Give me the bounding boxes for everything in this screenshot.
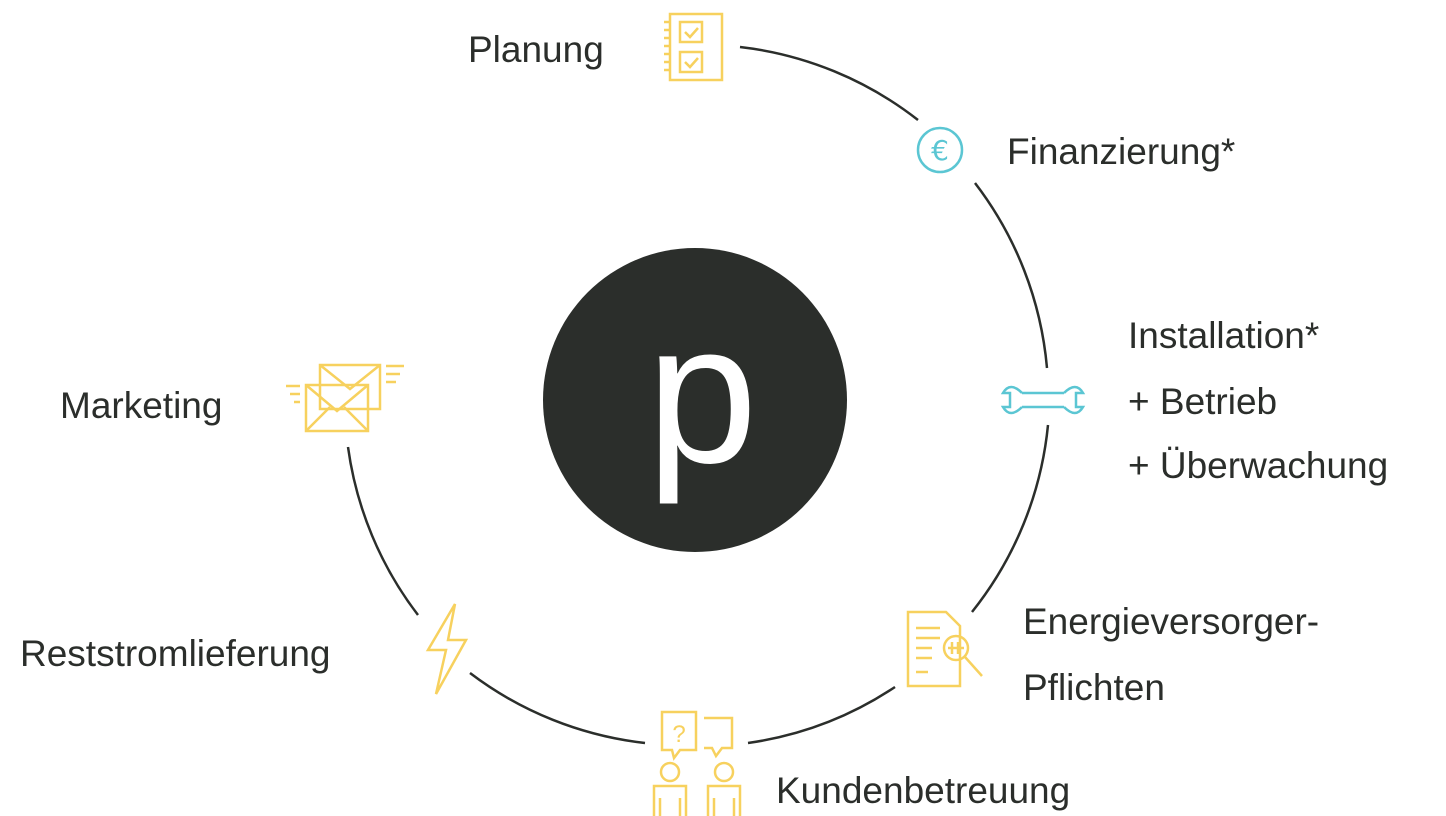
node-label-finanzierung: Finanzierung* [1007, 131, 1235, 172]
node-label-installation-line3: + Überwachung [1128, 445, 1388, 486]
ring-segment-planung-finanzierung [739, 45, 919, 121]
node-label-installation-line2: + Betrieb [1128, 381, 1277, 422]
euro-coin-icon: € [916, 126, 964, 174]
node-label-marketing: Marketing [60, 385, 222, 426]
ring-segment-kunden-reststrom [469, 672, 646, 745]
svg-text:€: € [931, 134, 949, 167]
node-label-energieversorger-line1: Energieversorger- [1023, 601, 1319, 642]
node-marketing: Marketing [60, 363, 404, 433]
node-kundenbetreuung: ? Kundenbetreuung [652, 710, 1070, 816]
node-planung: Planung [468, 12, 724, 82]
cycle-ring [346, 45, 1050, 745]
node-label-reststrom: Reststromlieferung [20, 633, 331, 674]
center-circle [543, 248, 847, 552]
node-installation: Installation* + Betrieb + Überwachung [1000, 315, 1388, 486]
node-label-kundenbetreuung: Kundenbetreuung [776, 770, 1070, 811]
document-search-icon [906, 610, 983, 688]
node-label-energieversorger-line2: Pflichten [1023, 667, 1165, 708]
center-logo: p [543, 248, 847, 552]
node-label-planung: Planung [468, 29, 604, 70]
wrench-icon [1000, 385, 1086, 415]
ring-segment-finanzierung-installation [974, 182, 1049, 369]
node-finanzierung: € Finanzierung* [916, 126, 1235, 174]
customer-chat-icon: ? [652, 710, 742, 816]
node-label-installation-line1: Installation* [1128, 315, 1319, 356]
checklist-icon [664, 12, 724, 82]
node-energieversorger: Energieversorger- Pflichten [906, 601, 1319, 708]
svg-text:?: ? [672, 721, 685, 748]
envelopes-icon [286, 363, 404, 433]
ring-segment-installation-energie [971, 424, 1050, 613]
center-letter: p [646, 282, 757, 505]
ring-segment-energie-kunden [747, 685, 896, 745]
ring-segment-reststrom-marketing [346, 446, 419, 616]
lightning-icon [425, 603, 469, 695]
node-reststrom: Reststromlieferung [20, 603, 469, 695]
